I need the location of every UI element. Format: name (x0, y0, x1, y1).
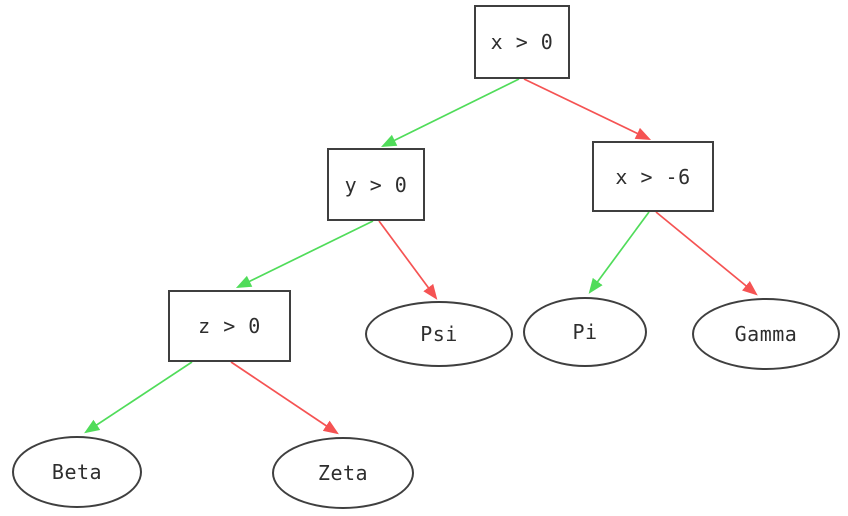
node-label: Psi (420, 322, 458, 346)
decision-node-x_gt_0: x > 0 (474, 5, 570, 79)
edge-x_gt_0-y_gt_0 (380, 78, 520, 148)
edge-y_gt_0-psi (378, 220, 438, 300)
decision-node-z_gt_0: z > 0 (168, 290, 291, 362)
node-label: Pi (572, 320, 598, 344)
decision-node-y_gt_0: y > 0 (327, 148, 425, 221)
node-label: Zeta (317, 461, 369, 485)
leaf-node-pi: Pi (523, 297, 647, 367)
leaf-node-gamma: Gamma (692, 298, 840, 370)
node-label: Beta (51, 460, 103, 484)
leaf-node-psi: Psi (365, 301, 513, 367)
node-label: x > -6 (615, 164, 691, 189)
node-label: x > 0 (490, 30, 554, 54)
node-label: y > 0 (344, 172, 408, 197)
leaf-node-zeta: Zeta (272, 437, 414, 509)
edge-x_gt_0-x_gt_neg6 (523, 78, 652, 140)
leaf-node-beta: Beta (12, 436, 142, 508)
node-label: z > 0 (198, 314, 261, 338)
edge-y_gt_0-z_gt_0 (235, 220, 374, 289)
node-label: Gamma (734, 322, 798, 346)
edge-z_gt_0-beta (84, 361, 193, 434)
edge-x_gt_neg6-pi (588, 211, 650, 294)
edge-z_gt_0-zeta (230, 361, 339, 435)
edge-x_gt_neg6-gamma (655, 211, 758, 296)
decision-node-x_gt_neg6: x > -6 (592, 141, 714, 212)
